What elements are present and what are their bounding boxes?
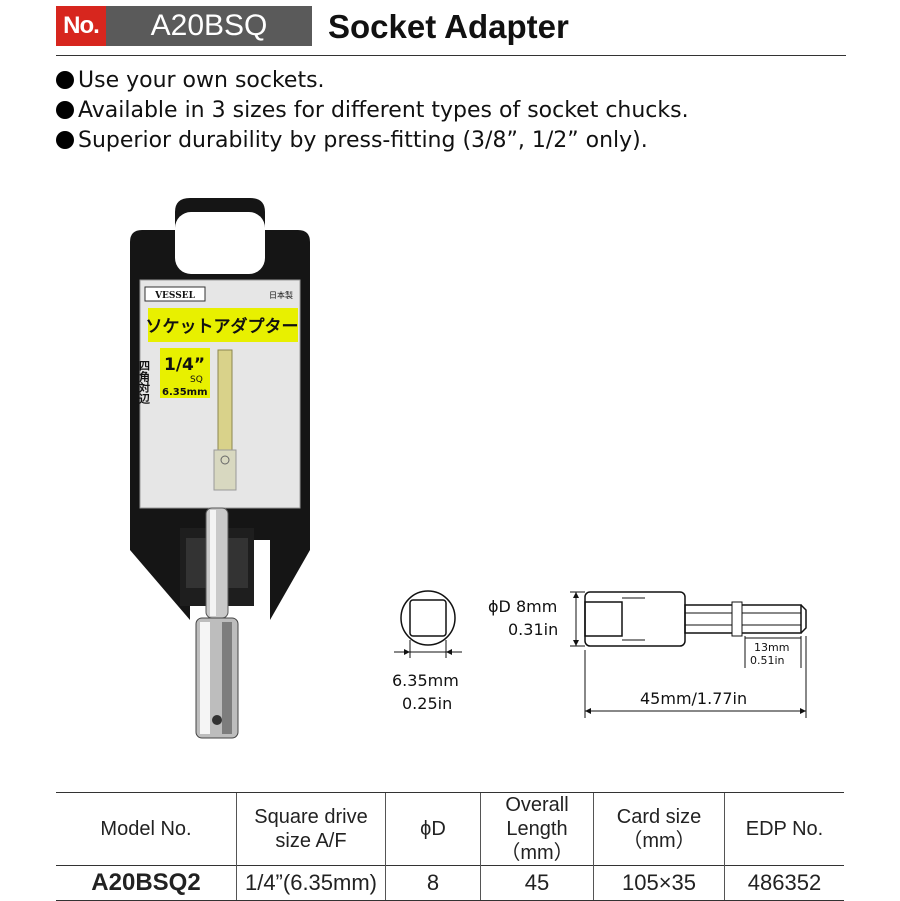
cell-length: 45 [480, 865, 594, 901]
square-drive-square [409, 599, 447, 637]
adapter-hex-outline [684, 604, 802, 634]
size-sq: SQ [190, 375, 203, 385]
size-block [160, 348, 210, 398]
hex-mm-label: 13mm [754, 641, 789, 654]
badge-no: No. [56, 6, 106, 46]
size-mm: 6.35mm [162, 387, 208, 398]
page-header: No. A20BSQ Socket Adapter [56, 6, 846, 46]
length-label: 45mm/1.77in [640, 689, 747, 708]
square-drive-circle [400, 590, 456, 646]
product-package-image: VESSEL 日本製 ソケットアダプター 四角対辺 1/4” SQ 6.35mm [130, 198, 310, 739]
feature-item: Superior durability by press-fitting (3/… [56, 126, 689, 156]
bullet-icon [56, 101, 74, 119]
table-row: A20BSQ2 1/4”(6.35mm) 8 45 105×35 486352 [56, 865, 844, 901]
made-in-label: 日本製 [269, 290, 293, 300]
adapter-body-outline [584, 591, 686, 647]
hex-in-label: 0.51in [750, 654, 785, 667]
feature-item: Use your own sockets. [56, 66, 689, 96]
side-label-jp: 四角対辺 [138, 360, 152, 405]
feature-list: Use your own sockets. Available in 3 siz… [56, 66, 689, 156]
cell-edp: 486352 [724, 865, 844, 901]
diameter-mm-label: ϕD 8mm [488, 597, 557, 616]
yellow-name-band [148, 308, 298, 342]
product-name-jp: ソケットアダプター [146, 316, 299, 337]
technical-diagram: 6.35mm 0.25in ϕD 8mm 0.31in 13mm 0.51in … [392, 590, 807, 718]
adapter-square-outline [584, 601, 623, 637]
cell-square: 1/4”(6.35mm) [236, 865, 386, 901]
square-in-label: 0.25in [402, 694, 452, 713]
brand-label: VESSEL [154, 291, 196, 301]
header-edp: EDP No. [724, 792, 844, 866]
feature-item: Available in 3 sizes for different types… [56, 96, 689, 126]
cell-card: 105×35 [593, 865, 725, 901]
cell-diameter: 8 [385, 865, 481, 901]
header-card-size: Card size（mm） [593, 792, 725, 866]
bullet-icon [56, 131, 74, 149]
page-title: Socket Adapter [328, 8, 569, 45]
size-fraction: 1/4” [164, 355, 205, 375]
adapter-shaft [205, 507, 229, 619]
diameter-in-label: 0.31in [508, 620, 558, 639]
model-badge: A20BSQ [106, 6, 312, 46]
cell-model: A20BSQ2 [56, 865, 237, 901]
header-divider [56, 55, 846, 56]
header-model: Model No. [56, 792, 237, 866]
bullet-icon [56, 71, 74, 89]
header-diameter: ϕD [385, 792, 481, 866]
square-mm-label: 6.35mm [392, 671, 459, 690]
